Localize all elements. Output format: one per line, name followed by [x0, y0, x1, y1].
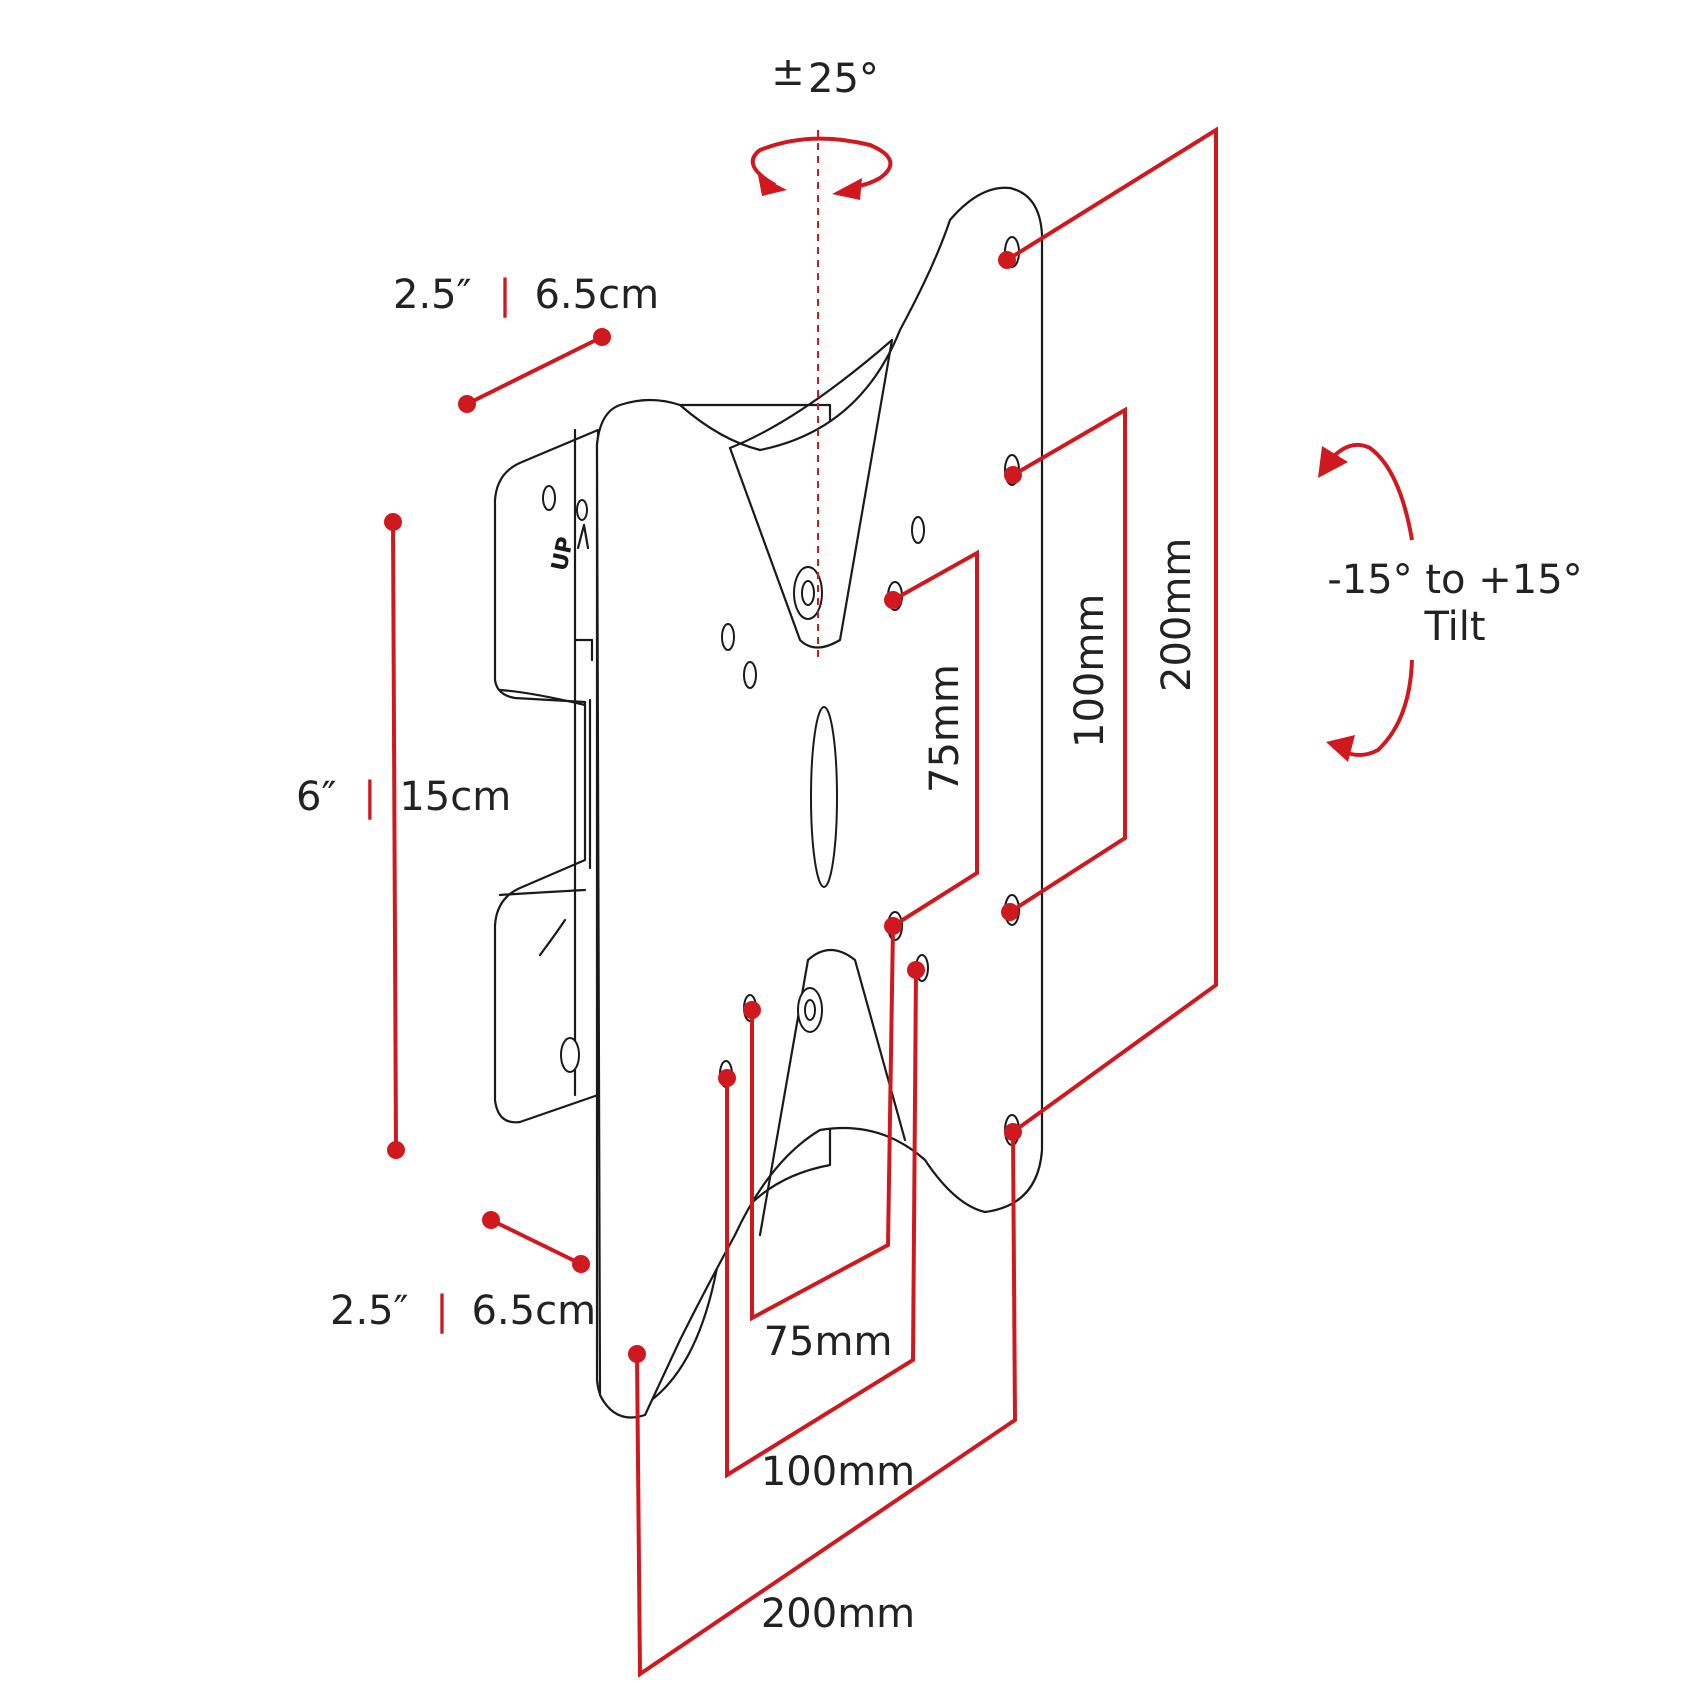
arm-top-cm: 6.5cm	[534, 272, 659, 318]
vesa-vertical-medium: 100mm	[1067, 594, 1113, 748]
vesa-plate	[595, 186, 1044, 1419]
up-arrow-icon	[576, 523, 590, 550]
bracket-hole-icon	[542, 485, 556, 511]
vesa-horizontal-medium: 100mm	[761, 1449, 915, 1495]
arm-bottom-cm: 6.5cm	[471, 1288, 596, 1334]
swivel-indicator: ± 25°	[750, 49, 893, 660]
vesa-horizontal-small: 75mm	[764, 1319, 893, 1365]
bracket-height: 6″ | 15cm	[296, 513, 511, 1159]
swivel-plusminus: ±	[771, 49, 805, 95]
vesa-vertical-small: 75mm	[922, 664, 968, 793]
vesa-vertical-large: 200mm	[1154, 538, 1200, 692]
tilt-indicator: -15° to +15° Tilt	[1318, 443, 1583, 762]
tilt-arrow-down-icon	[1339, 659, 1414, 757]
height-separator: |	[363, 774, 376, 820]
arm-top-separator: |	[498, 272, 511, 318]
svg-text:6″ | 15cm: 6″ | 15cm	[296, 774, 511, 820]
vesa-horizontal-dimensions: 75mm 100mm 200mm	[628, 925, 1018, 1678]
vesa-vertical-dimensions: 200mm 100mm 75mm	[884, 126, 1218, 1141]
tilt-arrow-up-icon	[1328, 443, 1414, 541]
arm-top-inches: 2.5″	[393, 272, 472, 318]
vesa-horizontal-large: 200mm	[761, 1591, 915, 1637]
height-inches: 6″	[296, 774, 336, 820]
tilt-word-label: Tilt	[1423, 604, 1485, 650]
bracket-hole-icon	[576, 499, 588, 521]
height-cm: 15cm	[399, 774, 511, 820]
arm-bottom-separator: |	[435, 1288, 448, 1334]
bracket-slot-icon	[560, 1037, 580, 1073]
svg-text:2.5″ | 6.5cm: 2.5″ | 6.5cm	[393, 272, 659, 318]
arm-distance-bottom: 2.5″ | 6.5cm	[330, 1211, 596, 1334]
arm-distance-top: 2.5″ | 6.5cm	[393, 272, 659, 413]
center-slot-icon	[810, 706, 838, 888]
svg-text:2.5″ | 6.5cm: 2.5″ | 6.5cm	[330, 1288, 596, 1334]
wall-bracket: UP	[493, 428, 600, 1124]
swivel-arrow-icon	[750, 136, 893, 189]
swivel-value: 25°	[808, 56, 879, 102]
arm-bottom-inches: 2.5″	[330, 1288, 409, 1334]
tilt-range-label: -15° to +15°	[1327, 557, 1582, 603]
